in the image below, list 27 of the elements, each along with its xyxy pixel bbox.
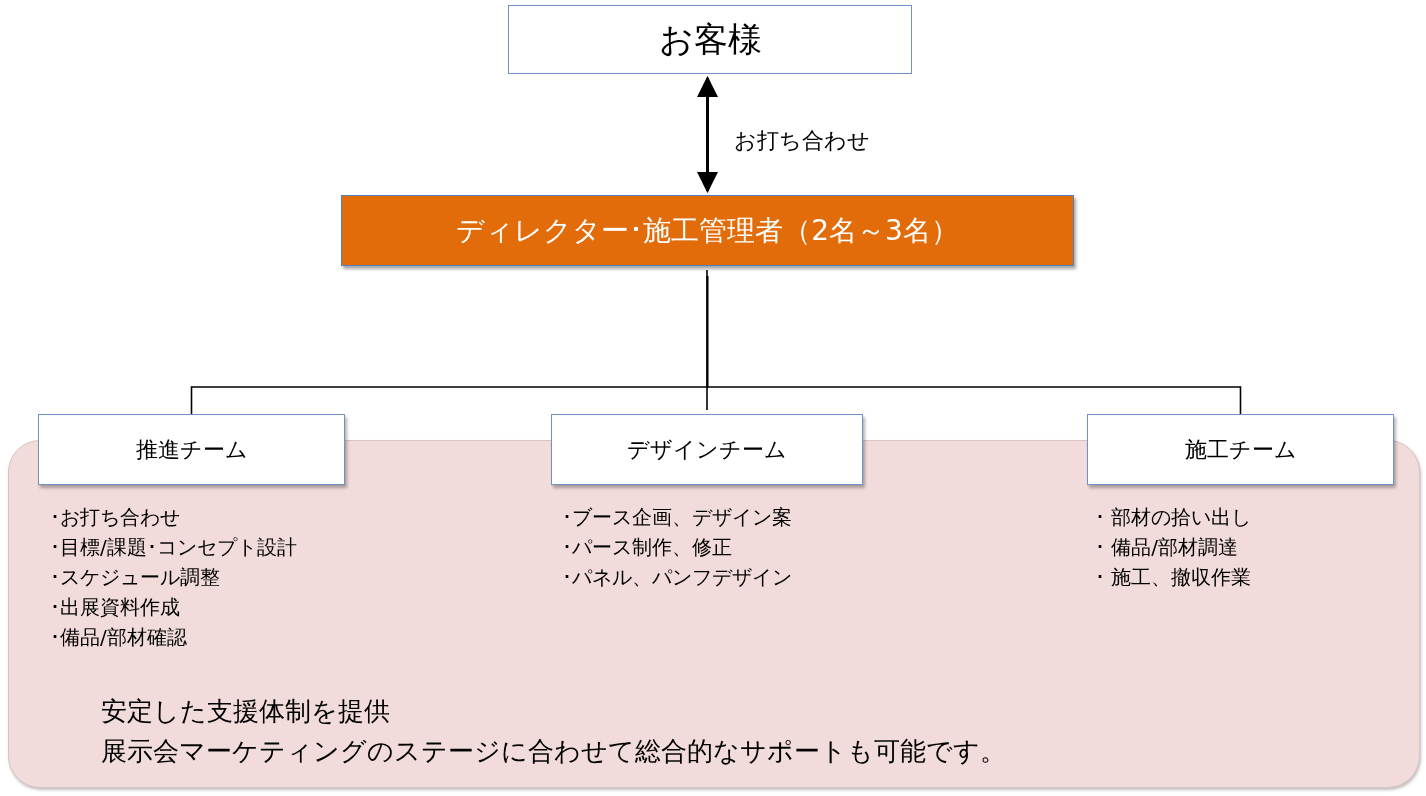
customer-box xyxy=(508,5,912,74)
team-box xyxy=(1087,414,1394,485)
arrow xyxy=(697,75,718,194)
task-item: ･ 施工、撤収作業 xyxy=(1095,564,1252,591)
task-item: ･お打ち合わせ xyxy=(50,504,181,531)
task-item: ･スケジュール調整 xyxy=(50,564,221,591)
node-label: デザインチーム xyxy=(627,436,787,464)
summary-text: 安定した支援体制を提供 xyxy=(101,695,391,728)
director-box xyxy=(341,195,1074,266)
task-item: ･パネル、パンフデザイン xyxy=(562,564,792,591)
task-item: ･ 部材の拾い出し xyxy=(1095,504,1252,531)
support-band xyxy=(8,440,1420,788)
team-box xyxy=(38,414,345,485)
connector-line xyxy=(706,275,1242,415)
node-label: お客様 xyxy=(658,18,762,61)
task-item: ･目標/課題･コンセプト設計 xyxy=(50,534,297,561)
task-item: ･ 備品/部材調達 xyxy=(1095,534,1240,561)
team-box xyxy=(551,414,863,485)
task-item: ･出展資料作成 xyxy=(50,594,181,621)
task-item: ･備品/部材確認 xyxy=(50,624,188,651)
node-label: 施工チーム xyxy=(1184,436,1297,464)
connector-line xyxy=(706,269,708,411)
summary-text: 展示会マーケティングのステージに合わせて総合的なサポートも可能です。 xyxy=(101,735,1006,768)
task-item: ･ブース企画、デザイン案 xyxy=(562,504,792,531)
task-item: ･パース制作、修正 xyxy=(562,534,733,561)
node-label: ディレクター･施工管理者（2名～3名） xyxy=(456,212,959,249)
node-label: 推進チーム xyxy=(135,436,248,464)
